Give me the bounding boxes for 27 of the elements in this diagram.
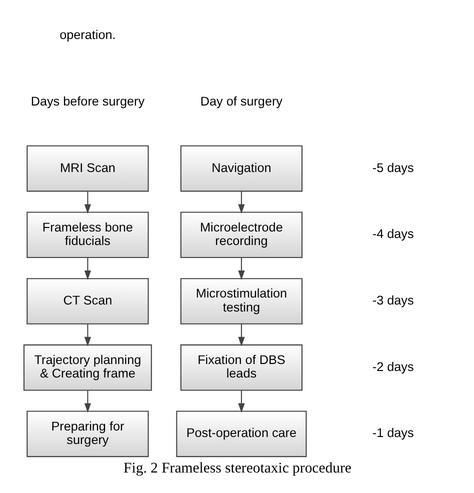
arrow [84,390,91,412]
node-box: Fixation of DBS leads [180,344,302,390]
label: -3 days [372,293,414,307]
caption: Fig. 2 Frameless stereotaxic procedure [123,460,351,476]
label: -2 days [372,359,414,374]
arrow [238,190,244,214]
arrow [238,257,244,280]
node-box: Preparing for surgery [26,410,148,457]
arrow [238,324,244,346]
node-box: Trajectory planning & Creating frame [22,344,152,390]
label: -5 days [372,160,414,174]
label: -4 days [372,226,414,241]
node-box: Navigation [180,144,302,192]
label: Days before surgery [30,94,144,108]
node-box: Post-operation care [176,410,306,457]
node-box: Microstimulation testing [180,278,302,324]
label: Day of surgery [200,94,282,108]
node-box: Microelectrode recording [180,211,302,258]
label: -1 days [372,426,414,440]
node-box: CT Scan [26,278,148,324]
arrow [84,324,91,346]
arrow [238,390,244,412]
arrow [84,257,91,280]
node-box: MRI Scan [26,144,148,192]
node-box: Frameless bone fiducials [26,211,148,258]
arrow [84,190,91,214]
label: operation. [59,28,116,42]
